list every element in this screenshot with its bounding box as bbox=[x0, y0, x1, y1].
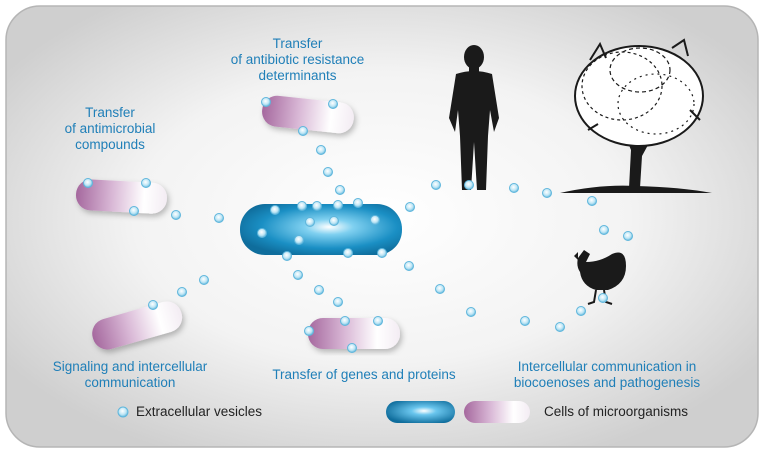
vesicle-dot bbox=[373, 316, 383, 326]
vesicle-dot bbox=[141, 178, 151, 188]
peripheral-cell-signaling bbox=[92, 301, 183, 350]
vesicle-dot bbox=[304, 326, 314, 336]
vesicle-dot bbox=[466, 307, 476, 317]
legend-vesicles-label: Extracellular vesicles bbox=[136, 404, 263, 419]
vesicle-dot bbox=[214, 213, 224, 223]
vesicle-dot bbox=[343, 248, 353, 258]
vesicle-dot bbox=[148, 300, 158, 310]
vesicle-dot bbox=[509, 183, 519, 193]
vesicle-dot bbox=[293, 270, 303, 280]
vesicle-dot bbox=[404, 261, 414, 271]
vesicle-dot bbox=[177, 287, 187, 297]
vesicle-dot bbox=[298, 126, 308, 136]
human-silhouette-icon bbox=[449, 45, 499, 190]
vesicle-dot bbox=[323, 167, 333, 177]
vesicle-dot bbox=[171, 210, 181, 220]
vesicle-dot bbox=[370, 215, 380, 225]
vesicle-dot bbox=[598, 293, 608, 303]
vesicle-dot bbox=[329, 216, 339, 226]
vesicle-dot bbox=[314, 285, 324, 295]
vesicle-dot bbox=[377, 248, 387, 258]
vesicle-dot bbox=[199, 275, 209, 285]
legend-cells-label: Cells of microorganisms bbox=[544, 404, 689, 419]
vesicle-dot bbox=[297, 201, 307, 211]
legend-vesicle-swatch bbox=[117, 406, 129, 418]
vesicle-dot bbox=[328, 99, 338, 109]
vesicle-dot bbox=[83, 178, 93, 188]
vesicle-dot bbox=[333, 200, 343, 210]
extracellular-vesicles bbox=[83, 97, 633, 353]
vesicle-dot bbox=[257, 228, 267, 238]
vesicle-dot bbox=[435, 284, 445, 294]
vesicle-dot bbox=[464, 180, 474, 190]
vesicle-dot bbox=[405, 202, 415, 212]
legend-blue-cell-swatch bbox=[386, 401, 455, 423]
vesicle-dot bbox=[599, 225, 609, 235]
vesicle-dot bbox=[129, 206, 139, 216]
vesicle-dot bbox=[623, 231, 633, 241]
vesicle-dot bbox=[335, 185, 345, 195]
vesicle-dot bbox=[576, 306, 586, 316]
vesicle-dot bbox=[347, 343, 357, 353]
vesicle-dot bbox=[520, 316, 530, 326]
label-genes: Transfer of genes and proteins bbox=[272, 367, 456, 382]
vesicle-dot bbox=[282, 251, 292, 261]
vesicle-dot bbox=[587, 196, 597, 206]
peripheral-cell-antimicrobial bbox=[75, 179, 167, 214]
legend-purple-cell-swatch bbox=[464, 401, 530, 423]
vesicle-dot bbox=[542, 188, 552, 198]
vesicle-dot bbox=[316, 145, 326, 155]
vesicle-dot bbox=[431, 180, 441, 190]
vesicle-dot bbox=[340, 316, 350, 326]
vesicle-dot bbox=[261, 97, 271, 107]
vesicle-dot bbox=[353, 198, 363, 208]
vesicle-dot bbox=[294, 235, 304, 245]
vesicle-dot bbox=[305, 217, 315, 227]
vesicle-dot bbox=[333, 297, 343, 307]
vesicle-dot bbox=[555, 322, 565, 332]
tree-icon bbox=[560, 38, 712, 193]
vesicle-dot bbox=[312, 201, 322, 211]
central-microorganism-cell bbox=[240, 204, 402, 255]
vesicle-dot bbox=[270, 205, 280, 215]
